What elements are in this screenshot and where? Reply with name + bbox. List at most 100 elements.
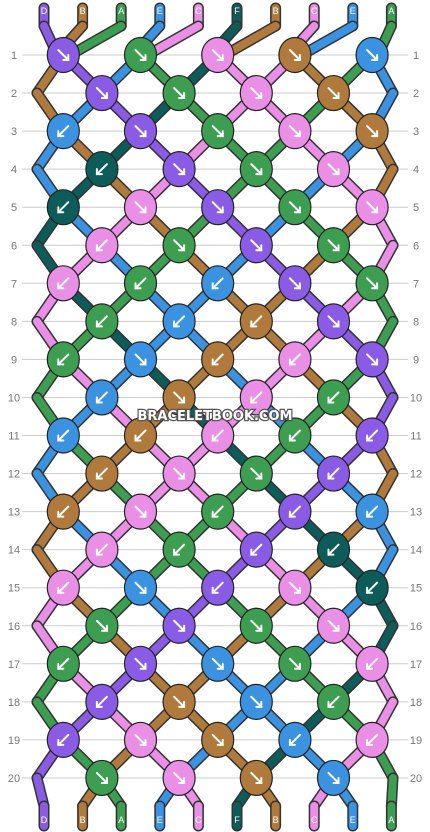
strand-label-top: B [80, 6, 86, 16]
arrow-down-left-icon [95, 315, 108, 328]
arrow-head-icon [371, 54, 379, 61]
row-label-right: 14 [410, 545, 422, 557]
arrow-down-right-icon [95, 619, 108, 632]
arrow-head-icon [288, 738, 296, 746]
arrow-head-icon [327, 396, 335, 404]
arrow-down-right-icon [57, 49, 70, 61]
knot [316, 455, 351, 492]
row-label-left: 7 [11, 278, 17, 290]
arrow-head-icon [371, 206, 379, 214]
knot [46, 265, 80, 302]
arrow-head-icon [139, 662, 147, 670]
arrow-down-left-icon [288, 505, 301, 518]
arrow-head-icon [255, 700, 263, 708]
arrow-head-icon [139, 130, 147, 138]
row-label-right: 15 [410, 583, 422, 595]
row-label-right: 8 [413, 316, 419, 328]
arrow-down-right-icon [366, 125, 379, 138]
arrow-head-icon [332, 624, 340, 632]
knot [201, 417, 235, 454]
knot [278, 645, 312, 682]
knot [162, 607, 196, 644]
arrow-down-left-icon [327, 467, 340, 480]
knot [278, 569, 312, 606]
arrow-head-icon [327, 548, 335, 556]
knot-grid [46, 36, 389, 797]
arrow-head-icon [57, 206, 65, 214]
arrow-head-icon [250, 396, 258, 404]
arrow-down-left-icon [288, 733, 301, 746]
arrow-down-right-icon [134, 125, 147, 138]
knot [123, 493, 158, 530]
row-label-left: 2 [11, 88, 17, 100]
arrow-head-icon [95, 472, 103, 480]
row-label-right: 20 [410, 773, 422, 785]
knot [278, 721, 312, 759]
row-label-right: 17 [410, 659, 422, 671]
knot [355, 36, 389, 74]
arrow-head-icon [211, 358, 219, 366]
knot [201, 493, 235, 530]
knot [316, 607, 351, 644]
arrow-head-icon [57, 662, 65, 670]
strand-label-bottom: B [273, 815, 279, 825]
strand-label-bottom: B [80, 815, 86, 825]
knot [239, 759, 273, 797]
knot [355, 569, 389, 606]
arrow-down-right-icon [211, 201, 224, 214]
arrow-head-icon [95, 244, 103, 252]
arrow-head-icon [371, 130, 379, 138]
knot [201, 341, 235, 378]
strand-label-top: C [311, 6, 318, 16]
arrow-head-icon [327, 700, 335, 708]
knot [239, 227, 273, 264]
arrow-down-right-icon [95, 87, 108, 100]
arrow-head-icon [62, 54, 70, 61]
knot [85, 531, 119, 568]
arrow-head-icon [178, 244, 186, 252]
knot [201, 569, 235, 606]
knot [201, 265, 235, 302]
arrow-down-right-icon [173, 239, 186, 252]
arrow-head-icon [139, 54, 147, 61]
knot [123, 569, 158, 606]
strand-label-top: A [118, 6, 124, 16]
knot [239, 683, 273, 720]
arrow-head-icon [250, 320, 258, 328]
knot [355, 341, 389, 378]
arrow-head-icon [57, 358, 65, 366]
row-label-right: 16 [410, 621, 422, 633]
arrow-down-right-icon [173, 467, 186, 480]
arrow-head-icon [332, 320, 340, 328]
arrow-down-right-icon [95, 771, 108, 784]
arrow-down-right-icon [211, 125, 224, 138]
arrow-down-left-icon [173, 543, 186, 556]
arrow-down-left-icon [95, 391, 108, 404]
arrow-down-right-icon [173, 163, 186, 176]
arrow-down-left-icon [211, 505, 224, 518]
arrow-down-left-icon [134, 429, 147, 442]
row-label-right: 7 [413, 278, 419, 290]
arrow-down-left-icon [95, 543, 108, 556]
knot [85, 151, 119, 188]
row-label-right: 11 [410, 431, 421, 443]
arrow-down-right-icon [366, 353, 379, 366]
strand-label-bottom: C [195, 815, 202, 825]
knot [239, 531, 273, 568]
knot [162, 759, 196, 797]
arrow-down-left-icon [57, 657, 70, 670]
arrow-down-left-icon [134, 277, 147, 290]
arrow-head-icon [57, 434, 65, 442]
arrow-head-icon [134, 434, 142, 442]
arrow-head-icon [255, 624, 263, 632]
row-label-left: 12 [8, 469, 20, 481]
row-label-left: 17 [8, 659, 20, 671]
strand-label-top: A [388, 6, 394, 16]
arrow-head-icon [332, 776, 340, 784]
arrow-down-left-icon [366, 505, 379, 518]
arrow-head-icon [100, 776, 108, 784]
arrow-head-icon [211, 586, 219, 594]
strand-label-bottom: E [157, 815, 163, 825]
arrow-down-right-icon [250, 163, 263, 176]
